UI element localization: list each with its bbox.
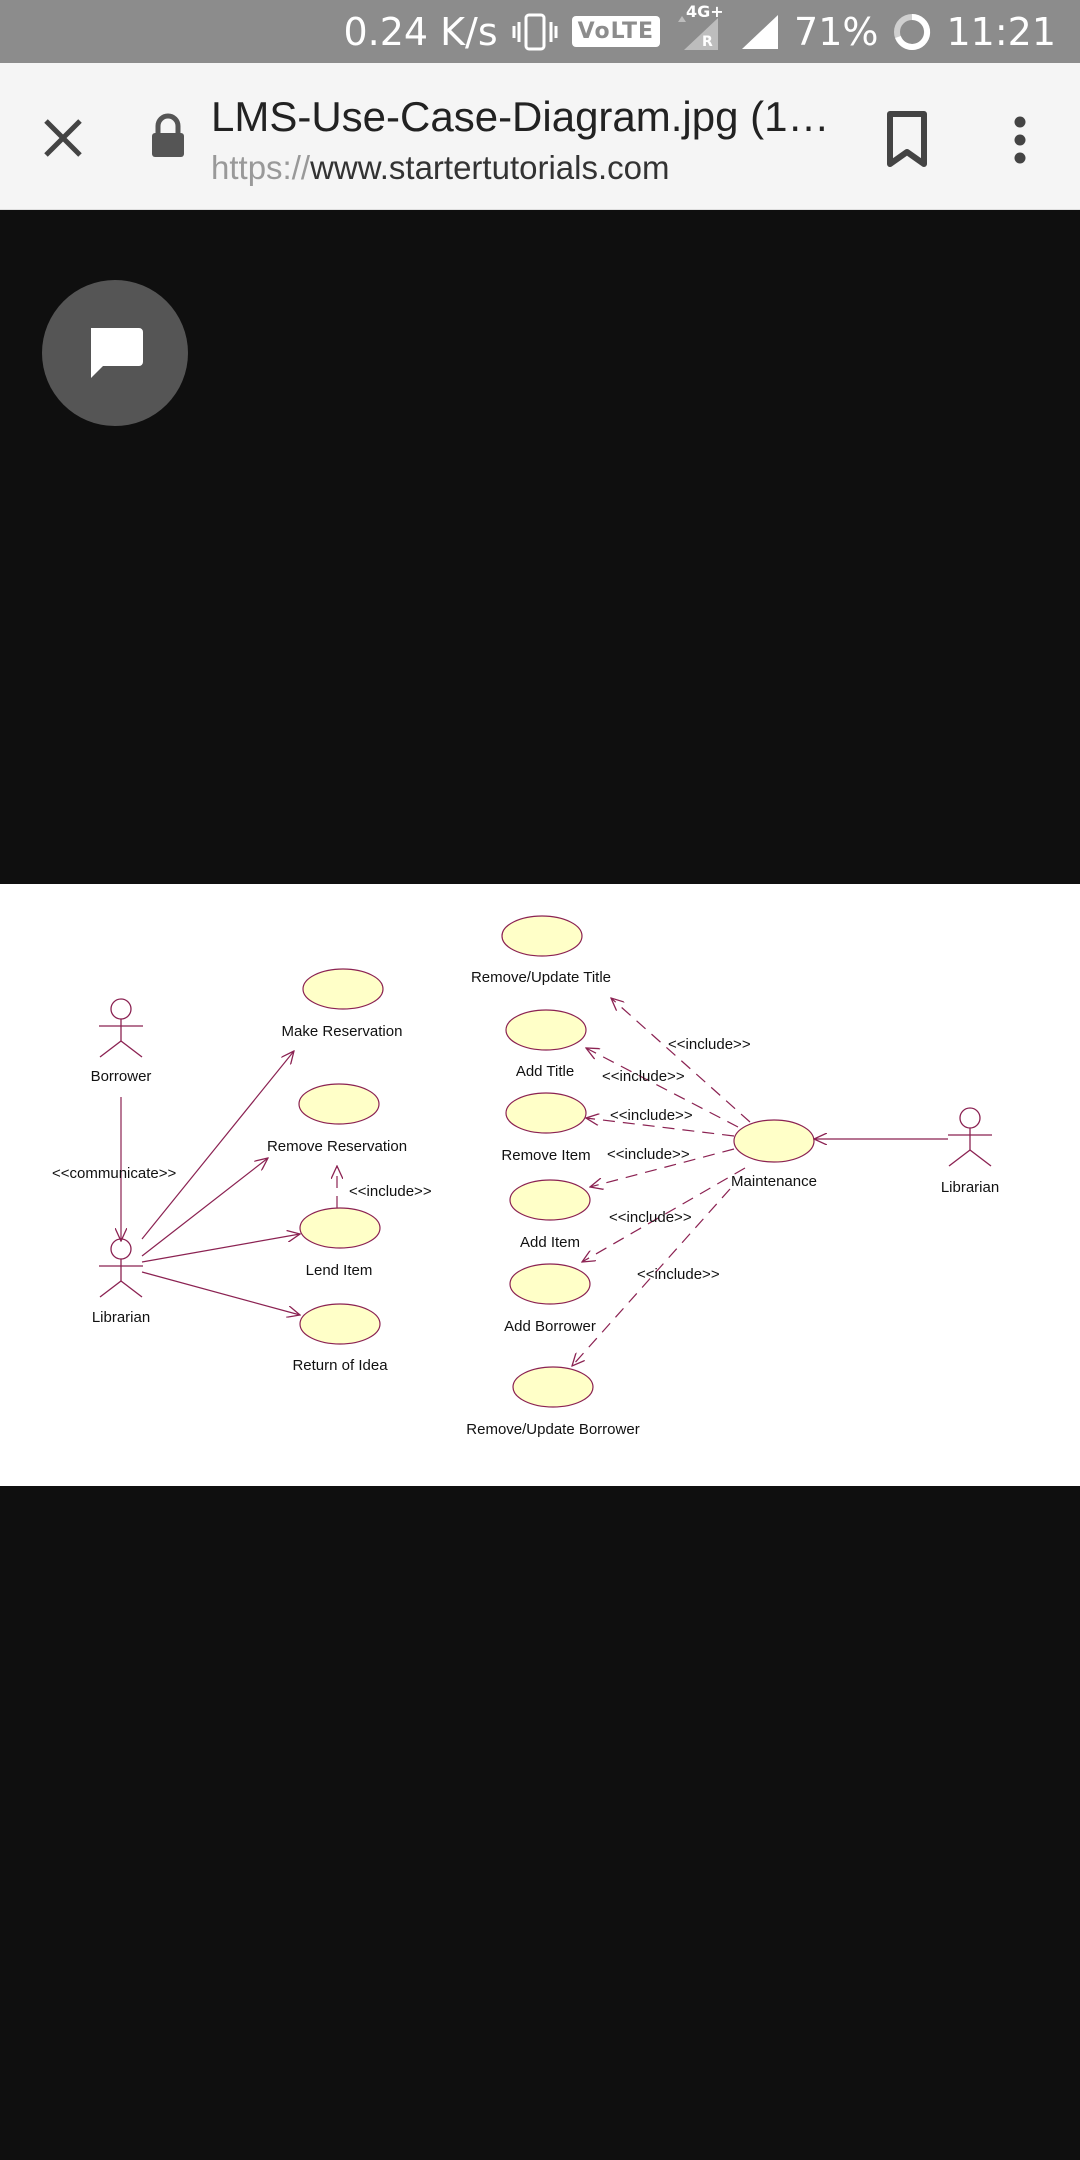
clock: 11:21	[946, 9, 1056, 54]
vibrate-icon	[512, 12, 558, 52]
usecase-remove-update-title	[501, 915, 583, 957]
bookmark-icon	[887, 111, 927, 167]
actor-librarian-left-label: Librarian	[92, 1309, 150, 1326]
stereotype-include-3: <<include>>	[610, 1107, 693, 1124]
chat-icon	[91, 328, 143, 378]
network-speed: 0.24 K/s	[343, 9, 498, 54]
usecase-add-borrower	[509, 1263, 591, 1305]
include-maintenance-remove-item	[586, 1118, 735, 1137]
chat-bubble-button[interactable]	[42, 280, 188, 426]
usecase-add-borrower-label: Add Borrower	[504, 1318, 596, 1335]
usecase-lend-item	[299, 1207, 381, 1249]
usecase-remove-item	[505, 1092, 587, 1134]
page-url[interactable]: https://www.startertutorials.com	[211, 149, 831, 187]
use-case-diagram: Borrower Librarian Librarian	[52, 915, 999, 1438]
usecase-remove-reservation-label: Remove Reservation	[267, 1138, 407, 1155]
close-button[interactable]	[30, 105, 96, 171]
actor-librarian-left	[99, 1238, 143, 1298]
network-type: 4G+	[686, 1, 724, 21]
usecase-make-reservation-label: Make Reservation	[282, 1023, 403, 1040]
include-maintenance-add-borrower	[582, 1167, 746, 1262]
volte-badge: VoLTE	[571, 16, 661, 47]
stereotype-communicate: <<communicate>>	[52, 1165, 176, 1182]
usecase-remove-item-label: Remove Item	[501, 1147, 590, 1164]
page-title[interactable]: LMS-Use-Case-Diagram.jpg (1…	[211, 93, 830, 140]
include-maintenance-add-item	[590, 1148, 735, 1187]
lock-icon	[150, 113, 186, 159]
usecase-lend-item-label: Lend Item	[306, 1262, 373, 1279]
stereotype-include-lend: <<include>>	[349, 1183, 432, 1200]
image-viewer[interactable]: Borrower Librarian Librarian	[0, 884, 1080, 1486]
url-host: www.startertutorials.com	[310, 149, 670, 186]
close-icon	[44, 119, 82, 157]
status-bar: 0.24 K/s VoLTE 4G+ R 71% 11:21	[0, 0, 1080, 63]
stereotype-include-4: <<include>>	[607, 1146, 690, 1163]
assoc-librarian-make-reservation	[141, 1051, 294, 1240]
assoc-librarian-remove-reservation	[141, 1158, 268, 1257]
usecase-make-reservation	[302, 968, 384, 1010]
usecase-remove-update-borrower-label: Remove/Update Borrower	[466, 1421, 639, 1438]
usecase-return-of-idea-label: Return of Idea	[292, 1357, 388, 1374]
bookmark-button[interactable]	[878, 108, 936, 172]
browser-toolbar: LMS-Use-Case-Diagram.jpg (1… https://www…	[0, 63, 1080, 210]
actor-librarian-right	[948, 1107, 992, 1167]
usecase-remove-update-borrower	[512, 1366, 594, 1408]
usecase-remove-reservation	[298, 1083, 380, 1125]
usecase-add-item-label: Add Item	[520, 1234, 580, 1251]
stereotype-include-2: <<include>>	[602, 1068, 685, 1085]
usecase-return-of-idea	[299, 1303, 381, 1345]
actor-borrower-label: Borrower	[91, 1068, 152, 1085]
stereotype-include-6: <<include>>	[637, 1266, 720, 1283]
include-maintenance-add-title	[586, 1048, 739, 1128]
roaming-indicator: R	[702, 33, 713, 50]
usecase-add-item	[509, 1179, 591, 1221]
usecase-maintenance	[733, 1119, 815, 1163]
usecase-add-title-label: Add Title	[516, 1063, 574, 1080]
stereotype-include-5: <<include>>	[609, 1209, 692, 1226]
usecase-maintenance-label: Maintenance	[731, 1173, 817, 1190]
signal-4g-icon: 4G+ R	[674, 2, 726, 52]
more-vert-icon	[1014, 116, 1026, 164]
actor-borrower	[99, 998, 143, 1058]
overflow-menu-button[interactable]	[1000, 108, 1040, 172]
assoc-librarian-return-of-idea	[141, 1271, 300, 1315]
url-scheme: https://	[211, 149, 311, 186]
stereotype-include-1: <<include>>	[668, 1036, 751, 1053]
include-maintenance-remove-update-title	[611, 998, 751, 1123]
assoc-librarian-lend-item	[141, 1234, 300, 1263]
cell-signal-icon	[740, 13, 780, 51]
battery-ring-icon	[892, 12, 932, 52]
actor-librarian-right-label: Librarian	[941, 1179, 999, 1196]
usecase-add-title	[505, 1009, 587, 1051]
usecase-remove-update-title-label: Remove/Update Title	[471, 969, 611, 986]
battery-percent: 71%	[794, 9, 879, 54]
